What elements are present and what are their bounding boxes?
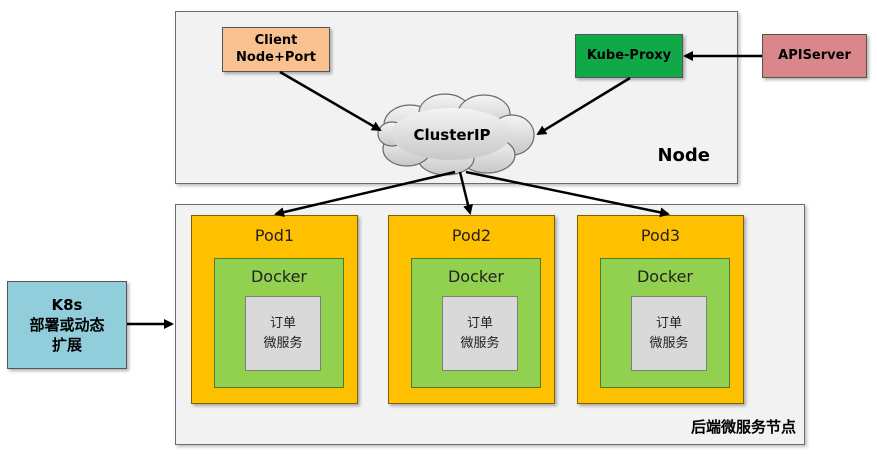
arrow-clusterip-to-pod1 (274, 170, 456, 218)
clusterip-label: ClusterIP (413, 126, 490, 144)
client-box: Client Node+Port (222, 27, 330, 72)
pod-title: Pod1 (254, 226, 295, 245)
service-label-line2: 微服务 (263, 335, 303, 351)
service-label-line2: 微服务 (460, 335, 500, 351)
pod-box: Pod1 Docker 订单 微服务 (191, 215, 358, 404)
service-label-line1: 订单 (655, 316, 682, 331)
pod-title: Pod2 (451, 226, 492, 245)
docker-box: Docker 订单 微服务 (411, 258, 541, 388)
pod-box: Pod2 Docker 订单 微服务 (388, 215, 555, 404)
apiserver-label: APIServer (778, 47, 851, 63)
pod-title: Pod3 (640, 226, 681, 245)
kube-proxy-label: Kube-Proxy (586, 47, 672, 63)
docker-title: Docker (636, 267, 694, 286)
arrow-client-to-clusterip (279, 70, 382, 132)
service-label-line1: 订单 (466, 316, 493, 331)
k8s-label-line1: K8s (51, 295, 83, 314)
arrow-clusterip-to-pod2 (458, 171, 473, 215)
node-panel-label: Node (657, 145, 710, 166)
arrow-clusterip-to-pod3 (465, 170, 670, 218)
backend-panel-label: 后端微服务节点 (690, 418, 796, 436)
service-label-line2: 微服务 (649, 335, 689, 351)
docker-box: Docker 订单 微服务 (600, 258, 730, 388)
docker-box: Docker 订单 微服务 (214, 258, 344, 388)
k8s-label-line3: 扩展 (51, 336, 82, 355)
order-service-box: 订单 微服务 (631, 296, 707, 371)
client-label-line1: Client (254, 32, 298, 48)
service-label-line1: 订单 (269, 316, 296, 331)
order-service-box: 订单 微服务 (442, 296, 518, 371)
k8s-deploy-box: K8s 部署或动态 扩展 (7, 281, 127, 369)
docker-title: Docker (250, 267, 308, 286)
docker-title: Docker (447, 267, 505, 286)
k8s-label-line2: 部署或动态 (29, 315, 105, 334)
clusterip-cloud (377, 93, 535, 176)
arrow-proxy-to-clusterip (536, 76, 631, 136)
kube-proxy-box: Kube-Proxy (575, 34, 683, 78)
order-service-box: 订单 微服务 (245, 296, 321, 371)
apiserver-box: APIServer (762, 34, 867, 78)
client-label-line2: Node+Port (236, 49, 316, 65)
